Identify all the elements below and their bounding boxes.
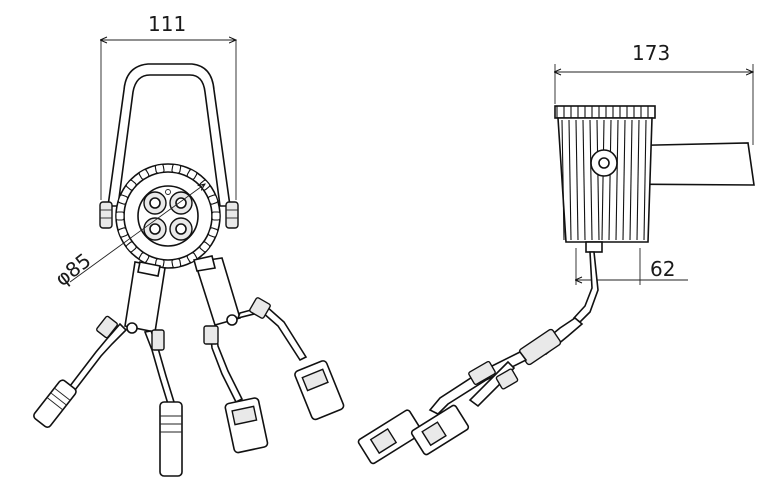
dimension-111-label: 111 xyxy=(148,12,186,36)
ring-stud xyxy=(117,227,129,238)
xlr-plug-center xyxy=(159,401,183,477)
lamp-housing-side xyxy=(554,105,656,253)
ring-stud xyxy=(171,163,182,174)
dimension-173-label: 173 xyxy=(632,41,670,65)
housing-fin xyxy=(643,119,647,241)
yoke-bracket xyxy=(99,63,239,229)
ring-stud xyxy=(207,194,219,205)
housing-fin xyxy=(608,119,612,241)
lamp-head-front xyxy=(115,163,221,269)
side-view: 173 62 xyxy=(357,41,755,465)
ring-stud xyxy=(115,211,125,221)
dimension-62-label: 62 xyxy=(650,257,675,281)
ring-stud xyxy=(125,241,137,253)
housing-fin xyxy=(636,119,640,241)
dimension-62: 62 xyxy=(576,248,688,285)
housing-fin xyxy=(568,119,572,241)
ring-stud xyxy=(138,169,150,180)
housing-fin xyxy=(601,119,605,241)
ring-stud xyxy=(154,163,165,174)
side-cable xyxy=(357,251,599,465)
housing-fin xyxy=(622,119,626,241)
ring-stud xyxy=(186,169,198,180)
ring-stud xyxy=(207,227,219,238)
housing-fin xyxy=(575,119,579,241)
ring-stud xyxy=(171,258,182,269)
ring-stud xyxy=(125,179,137,191)
dimension-diameter-label: φ85 xyxy=(50,248,95,291)
housing-fin xyxy=(589,119,593,241)
ring-stud xyxy=(117,194,129,205)
xlr-plug-left xyxy=(33,379,77,428)
power-plug-right xyxy=(294,360,345,421)
dimension-111: 111 xyxy=(101,12,236,200)
ring-stud xyxy=(199,241,211,253)
housing-fin xyxy=(615,119,619,241)
dimension-173: 173 xyxy=(555,41,753,145)
ring-stud xyxy=(138,252,150,263)
front-view: 111 xyxy=(33,12,345,477)
housing-fin xyxy=(629,119,633,241)
power-plug-center xyxy=(224,397,269,454)
front-cables xyxy=(33,255,345,477)
housing-fin xyxy=(596,119,600,241)
ring-stud xyxy=(211,211,221,221)
housing-fin xyxy=(561,119,565,241)
housing-fin xyxy=(582,119,586,241)
